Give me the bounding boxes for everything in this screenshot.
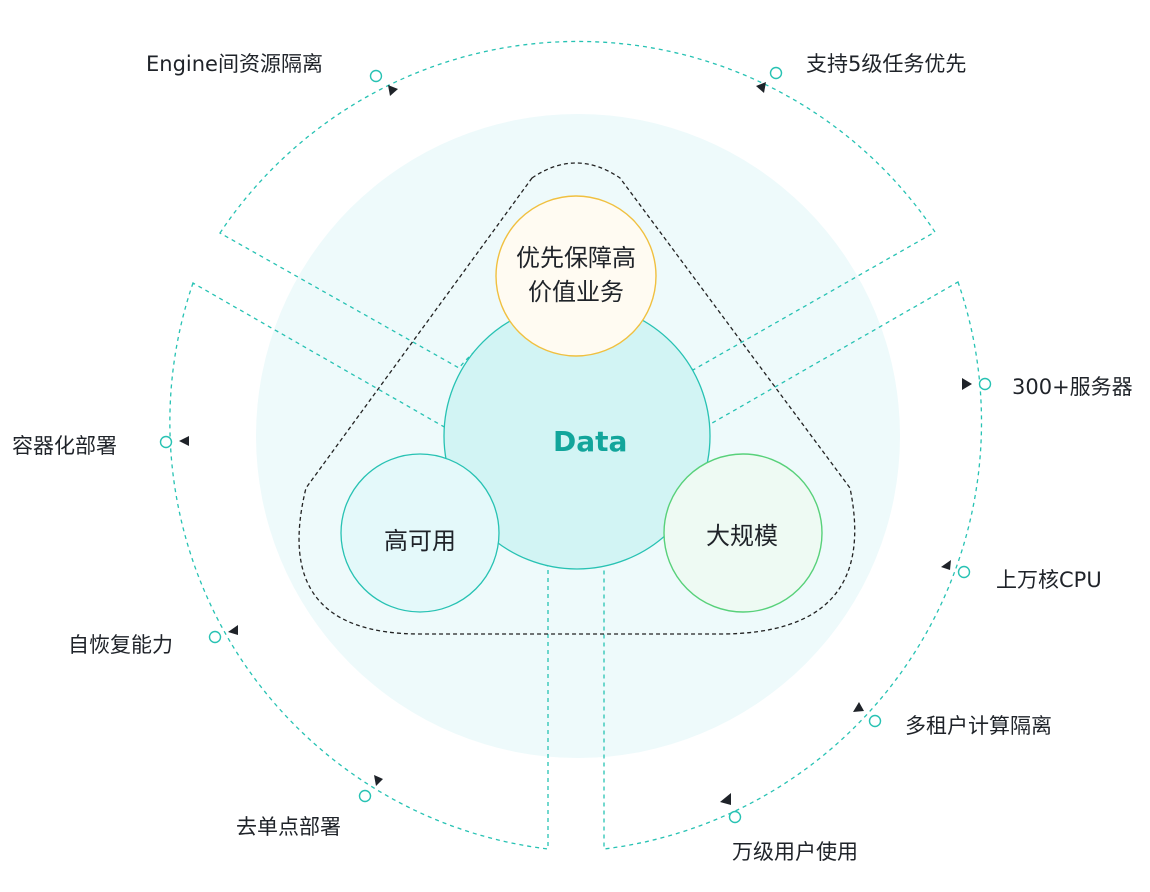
node-marker [769, 66, 783, 80]
priority-label-line1: 优先保障高 [516, 244, 636, 272]
node-marker [868, 714, 882, 728]
node-marker [358, 789, 372, 803]
arrow-icon [962, 378, 972, 390]
core-boundary [298, 162, 856, 635]
feature-user-scale: 万级用户使用 [732, 840, 858, 864]
arrow-icon [388, 85, 398, 96]
feature-engine-isolation: Engine间资源隔离 [146, 52, 323, 76]
node-marker [728, 810, 742, 824]
feature-multi-tenant: 多租户计算隔离 [905, 714, 1052, 738]
node-marker [369, 69, 383, 83]
feature-container-deploy: 容器化部署 [12, 434, 117, 458]
arrow-icon [941, 560, 951, 570]
availability-label: 高可用 [384, 527, 456, 555]
feature-priority-levels: 支持5级任务优先 [806, 52, 967, 76]
scale-circle [663, 453, 823, 613]
priority-circle [495, 195, 657, 357]
arrow-icon [179, 436, 189, 446]
node-marker [208, 630, 222, 644]
node-marker [957, 565, 971, 579]
node-marker [159, 435, 173, 449]
node-marker [978, 377, 992, 391]
feature-cpu-cores: 上万核CPU [996, 568, 1102, 592]
arrow-icon [720, 793, 731, 805]
scale-label: 大规模 [706, 522, 778, 550]
data-title: Data [553, 425, 628, 458]
arrow-icon [228, 625, 238, 635]
arrow-icon [853, 702, 864, 712]
feature-self-recovery: 自恢复能力 [68, 633, 173, 657]
priority-label: 优先保障高 价值业务 [496, 242, 656, 309]
arrow-icon [374, 775, 383, 786]
arrow-icon [756, 82, 766, 93]
feature-servers: 300+服务器 [1012, 375, 1133, 399]
sector-left-outline [169, 282, 549, 850]
availability-circle [340, 453, 500, 613]
priority-label-line2: 价值业务 [528, 277, 624, 306]
feature-no-single-point: 去单点部署 [236, 815, 341, 839]
